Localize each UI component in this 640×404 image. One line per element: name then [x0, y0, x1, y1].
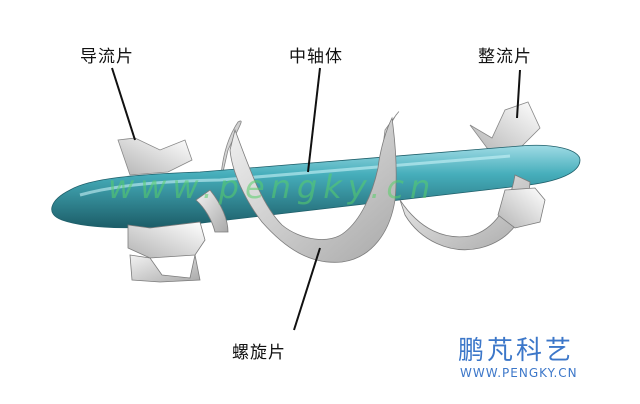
guide-vane-leader: [111, 67, 136, 141]
leader-lines: [111, 67, 521, 331]
straightener-vane: [497, 187, 546, 229]
guide-vane-top: [117, 137, 193, 176]
straightener-vane-leader: [516, 69, 521, 119]
spiral-blade-front: [195, 116, 531, 263]
straightener-vane-label: 整流片: [478, 47, 532, 67]
watermark-text: www.pengky.cn: [108, 168, 436, 206]
central-shaft-label: 中轴体: [289, 47, 343, 67]
spiral-blade-back: [117, 101, 541, 186]
brand-name: 鹏芃科艺: [458, 336, 575, 366]
brand-url: WWW.PENGKY.CN: [460, 366, 578, 380]
straightener-vane-top: [469, 101, 541, 153]
guide-vane: [127, 221, 206, 283]
spiral-blade-label: 螺旋片: [232, 343, 286, 363]
central-shaft: [51, 144, 581, 229]
central-shaft-leader: [307, 67, 321, 173]
spiral-blade-leader: [293, 247, 321, 331]
guide-vane-label: 导流片: [80, 47, 134, 67]
